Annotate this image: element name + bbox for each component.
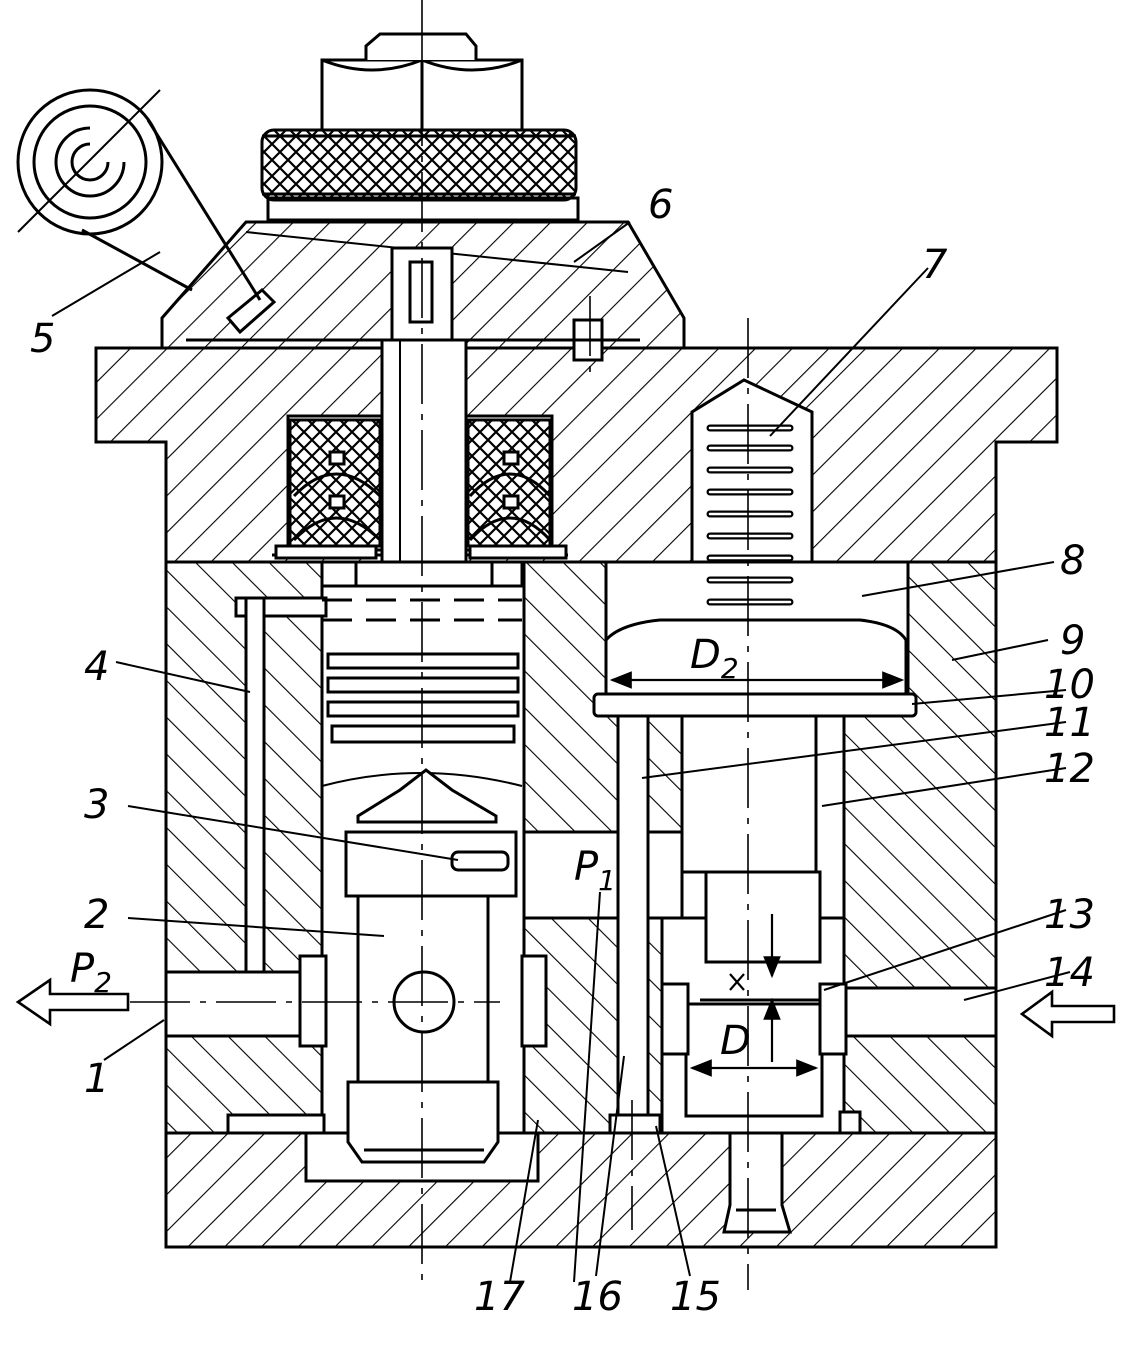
knurled-nut xyxy=(260,128,580,222)
bottom-plate xyxy=(164,1131,998,1249)
label-5: 5 xyxy=(30,316,55,362)
label-1: 1 xyxy=(84,1056,109,1102)
leader-lines xyxy=(51,221,1071,1283)
label-3: 3 xyxy=(84,782,109,828)
label-2: 2 xyxy=(84,892,109,938)
spring xyxy=(706,424,794,606)
lever-arm xyxy=(16,88,262,301)
flow-arrows xyxy=(15,977,1116,1039)
dimension-arrows xyxy=(609,671,905,1077)
center-lines xyxy=(130,0,749,1290)
label-16: 16 xyxy=(572,1274,623,1320)
p1-label: P1 xyxy=(574,844,616,897)
label-17: 17 xyxy=(474,1274,525,1320)
label-15: 15 xyxy=(670,1274,721,1320)
label-7: 7 xyxy=(922,242,948,288)
top-cover xyxy=(94,338,1059,564)
label-12: 12 xyxy=(1044,746,1095,792)
label-10: 10 xyxy=(1044,662,1095,708)
symbol-labels: P1 P2 D2 D xyxy=(70,632,751,1064)
outlet-arrow-icon xyxy=(15,977,130,1027)
label-14: 14 xyxy=(1044,950,1095,996)
label-13: 13 xyxy=(1044,892,1095,938)
label-11: 11 xyxy=(1044,700,1095,746)
shaft xyxy=(380,338,468,564)
label-9: 9 xyxy=(1060,618,1085,664)
shaft-seals xyxy=(274,418,568,560)
d2-label: D2 xyxy=(690,632,739,685)
seat-valve xyxy=(298,768,548,1164)
d-label: D xyxy=(720,1018,751,1064)
label-6: 6 xyxy=(648,182,673,228)
p2-label: P2 xyxy=(70,946,112,999)
label-8: 8 xyxy=(1060,538,1085,584)
part-labels: 1 2 3 4 5 6 7 8 9 10 11 12 13 14 15 16 1… xyxy=(30,182,1095,1320)
inlet-arrow-icon xyxy=(1019,989,1116,1039)
label-4: 4 xyxy=(84,644,109,690)
